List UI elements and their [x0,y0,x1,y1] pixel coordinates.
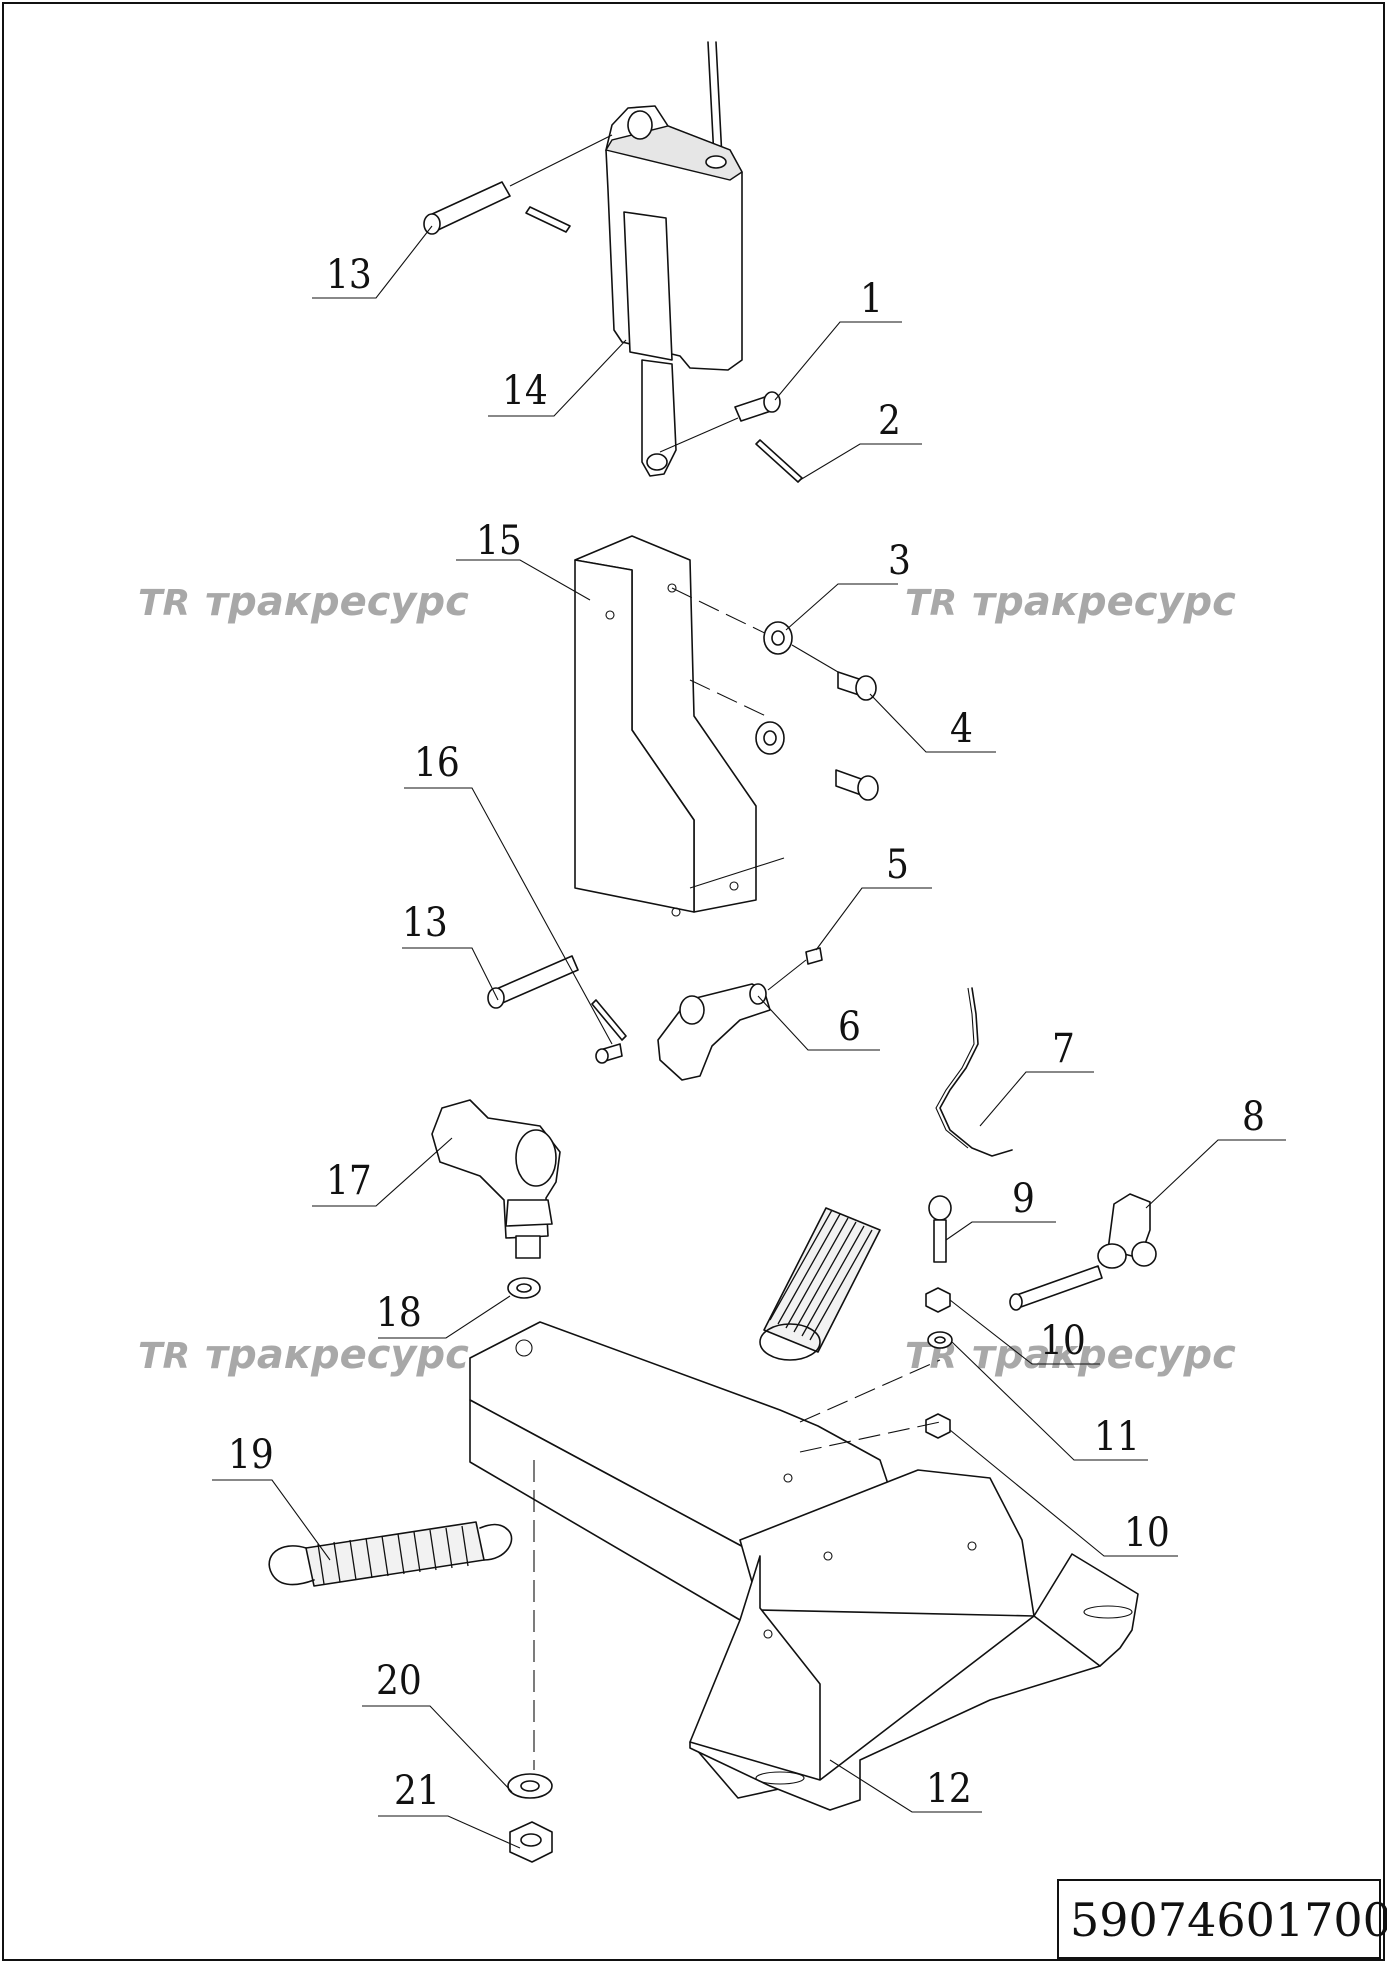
svg-text:тракресурс: тракресурс [205,579,469,625]
svg-text:TR: TR [905,583,957,624]
svg-text:18: 18 [376,1290,422,1336]
svg-text:10: 10 [1124,1510,1170,1556]
svg-text:тракресурс: тракресурс [972,579,1236,625]
ball-joint-part-17 [431,1099,561,1259]
callout-14: 14 [488,339,627,417]
callout-18: 18 [376,1290,511,1339]
callout-12: 12 [829,1759,982,1813]
svg-text:17: 17 [326,1158,372,1204]
svg-text:15: 15 [476,518,522,564]
svg-text:1: 1 [860,276,883,322]
callout-4: 4 [869,693,996,753]
callout-8: 8 [1145,1094,1286,1209]
nut-part-21 [509,1821,553,1863]
washer-part-18 [507,1277,541,1299]
callout-20: 20 [362,1658,513,1793]
washer-part-11 [927,1331,953,1349]
callout-1: 1 [774,276,902,401]
callout-10-upper: 10 [949,1299,1100,1365]
watermark-bottom-left: TR тракресурс [138,1332,469,1378]
pin-part-1 [734,391,781,422]
eyebolt-part-9 [928,1195,952,1263]
svg-text:2: 2 [878,398,901,444]
drawing-code-box: 590746017002 [1057,1879,1387,1959]
callout-15: 15 [456,518,591,601]
pin-part-upper [423,181,571,235]
nut-part-10-lower [925,1413,951,1439]
lever-part-6 [657,983,771,1081]
washer-part-20 [507,1773,553,1799]
svg-text:10: 10 [1040,1318,1086,1364]
callout-3: 3 [785,538,911,631]
svg-text:11: 11 [1094,1414,1140,1460]
svg-text:14: 14 [502,368,548,414]
base-frame-part-12 [469,1321,1139,1811]
svg-text:6: 6 [838,1004,861,1050]
watermark-bottom-right: TR тракресурс [905,1332,1236,1378]
svg-text:13: 13 [326,252,372,298]
chain-part-7 [935,987,1013,1157]
watermark-top-left: TR тракресурс [138,579,469,625]
callout-13-upper: 13 [312,225,433,299]
pin-part-lower [487,955,579,1009]
callout-13-lower: 13 [402,900,499,1001]
callout-7: 7 [979,1026,1094,1127]
svg-text:20: 20 [376,1658,422,1704]
callout-11: 11 [951,1341,1148,1461]
cotter-part-16 [591,999,627,1064]
actuator-part [604,41,743,477]
callout-17: 17 [312,1137,453,1207]
callout-19: 19 [212,1432,331,1561]
svg-text:тракресурс: тракресурс [205,1332,469,1378]
nut-part-10-upper [925,1287,951,1313]
svg-text:19: 19 [228,1432,274,1478]
callout-21: 21 [378,1768,521,1849]
svg-text:3: 3 [888,538,911,584]
svg-text:8: 8 [1242,1094,1265,1140]
callout-6: 6 [757,995,880,1051]
callout-10-lower: 10 [949,1429,1178,1557]
svg-text:4: 4 [950,706,973,752]
drawing-code: 590746017002 [1070,1893,1387,1947]
shackle-part-8 [1009,1193,1157,1311]
svg-text:9: 9 [1012,1176,1035,1222]
bolt-part-4 [835,671,879,801]
svg-text:21: 21 [394,1768,440,1814]
callout-9: 9 [945,1176,1056,1241]
svg-text:16: 16 [414,740,460,786]
nipple-part-5 [805,947,823,965]
bracket-part [574,535,757,917]
cotter-part-2 [755,439,803,483]
svg-text:TR: TR [138,1336,190,1377]
svg-text:7: 7 [1052,1026,1075,1072]
callout-5: 5 [815,842,932,951]
spring-part-upper [759,1207,881,1361]
watermark-top-right: TR тракресурс [905,579,1236,625]
svg-text:TR: TR [138,583,190,624]
washer-part-3 [755,621,793,755]
svg-text:13: 13 [402,900,448,946]
spring-part-19 [268,1521,513,1587]
svg-text:тракресурс: тракресурс [972,1332,1236,1378]
svg-text:12: 12 [926,1766,972,1812]
callout-2: 2 [799,398,922,481]
svg-text:5: 5 [886,842,909,888]
callout-16: 16 [404,740,613,1045]
